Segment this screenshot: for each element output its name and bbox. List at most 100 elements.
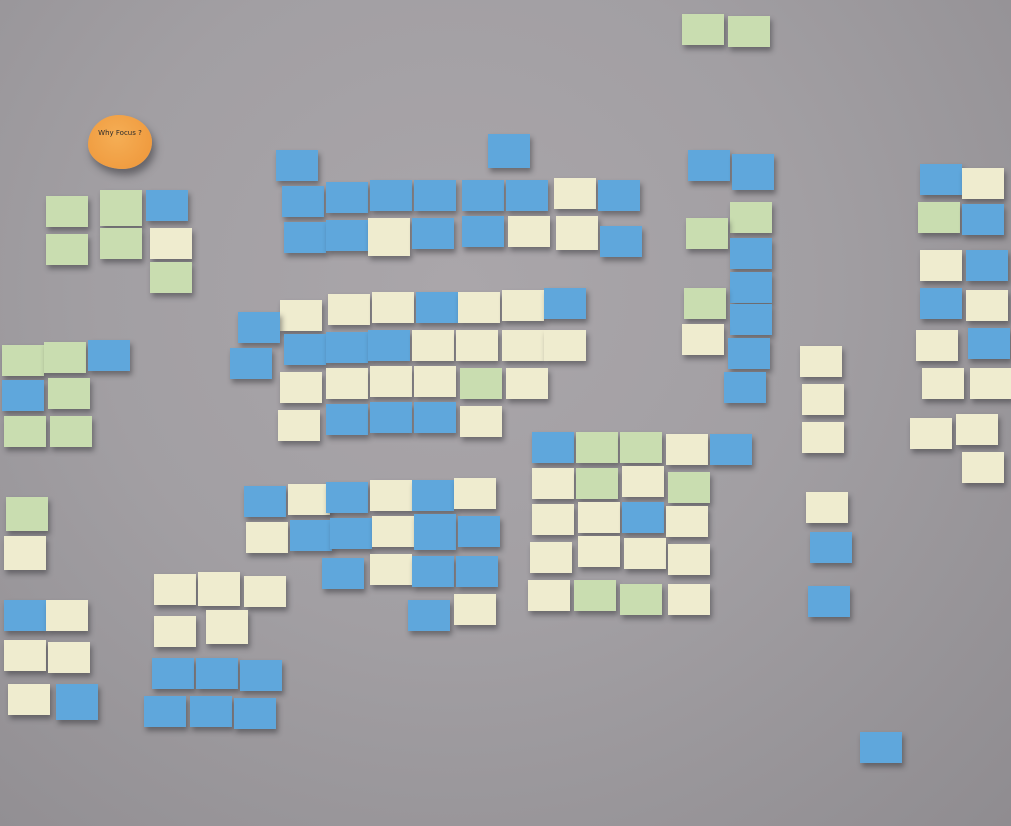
sticky-note	[48, 642, 90, 673]
sticky-note	[800, 346, 842, 377]
sticky-note	[920, 288, 962, 319]
sticky-note	[732, 154, 774, 190]
sticky-note	[282, 186, 324, 217]
sticky-note	[688, 150, 730, 181]
sticky-note	[246, 522, 288, 553]
sticky-note	[372, 292, 414, 323]
sticky-note	[598, 180, 640, 211]
sticky-note	[328, 294, 370, 325]
sticky-note	[458, 516, 500, 547]
sticky-note	[920, 250, 962, 281]
sticky-note	[370, 480, 412, 511]
sticky-note	[322, 558, 364, 589]
sticky-note	[154, 574, 196, 605]
sticky-note	[372, 516, 414, 547]
sticky-note	[666, 434, 708, 465]
sticky-note	[620, 432, 662, 463]
sticky-note	[730, 304, 772, 335]
sticky-note	[244, 486, 286, 517]
sticky-note	[730, 202, 772, 233]
sticky-note	[508, 216, 550, 247]
sticky-note	[48, 378, 90, 409]
focus-question-note: Why Focus ?	[88, 115, 152, 169]
sticky-note	[370, 366, 412, 397]
sticky-note	[368, 218, 410, 256]
sticky-note	[668, 472, 710, 503]
sticky-note	[330, 518, 372, 549]
sticky-note	[916, 330, 958, 361]
sticky-note	[46, 600, 88, 631]
sticky-note	[666, 506, 708, 537]
sticky-note	[728, 338, 770, 369]
sticky-note	[206, 610, 248, 644]
sticky-note	[370, 554, 412, 585]
sticky-note	[326, 220, 368, 251]
sticky-note	[100, 190, 142, 226]
sticky-note	[144, 696, 186, 727]
sticky-note	[966, 250, 1008, 281]
sticky-note	[576, 468, 618, 499]
sticky-note	[600, 226, 642, 257]
sticky-note	[730, 272, 772, 303]
sticky-note	[622, 466, 664, 497]
sticky-note	[544, 288, 586, 319]
sticky-note	[4, 640, 46, 671]
sticky-note	[46, 196, 88, 227]
sticky-note	[528, 580, 570, 611]
sticky-note	[150, 262, 192, 293]
sticky-note	[578, 502, 620, 533]
sticky-note	[808, 586, 850, 617]
sticky-note	[190, 696, 232, 727]
sticky-note	[460, 368, 502, 399]
sticky-note	[456, 556, 498, 587]
sticky-note	[458, 292, 500, 323]
sticky-note	[2, 345, 44, 376]
sticky-note	[454, 594, 496, 625]
sticky-note	[966, 290, 1008, 321]
sticky-note	[240, 660, 282, 691]
sticky-note	[244, 576, 286, 607]
sticky-note	[682, 324, 724, 355]
sticky-note	[326, 482, 368, 513]
sticky-note	[802, 384, 844, 415]
sticky-note	[806, 492, 848, 523]
sticky-note	[100, 228, 142, 259]
sticky-note	[532, 504, 574, 535]
sticky-note	[414, 180, 456, 211]
sticky-note	[710, 434, 752, 465]
sticky-note	[962, 168, 1004, 199]
sticky-note	[620, 584, 662, 615]
sticky-note	[50, 416, 92, 447]
sticky-note	[456, 330, 498, 361]
sticky-note	[46, 234, 88, 265]
sticky-note	[276, 150, 318, 181]
sticky-note	[326, 404, 368, 435]
sticky-note	[8, 684, 50, 715]
sticky-note	[920, 164, 962, 195]
sticky-note	[968, 328, 1010, 359]
sticky-note	[724, 372, 766, 403]
sticky-note	[2, 380, 44, 411]
sticky-note	[462, 180, 504, 211]
sticky-note	[150, 228, 192, 259]
sticky-note	[326, 368, 368, 399]
sticky-note	[622, 502, 664, 533]
sticky-note	[730, 238, 772, 269]
sticky-note	[370, 180, 412, 211]
sticky-note	[4, 600, 46, 631]
sticky-note	[488, 134, 530, 168]
sticky-note	[962, 452, 1004, 483]
sticky-note	[910, 418, 952, 449]
sticky-note	[624, 538, 666, 569]
sticky-note	[668, 584, 710, 615]
sticky-note	[234, 698, 276, 729]
sticky-note	[682, 14, 724, 45]
sticky-note	[278, 410, 320, 441]
sticky-note	[370, 402, 412, 433]
sticky-note	[6, 497, 48, 531]
sticky-note	[198, 572, 240, 606]
sticky-note	[408, 600, 450, 631]
sticky-note	[532, 468, 574, 499]
sticky-note	[4, 536, 46, 570]
